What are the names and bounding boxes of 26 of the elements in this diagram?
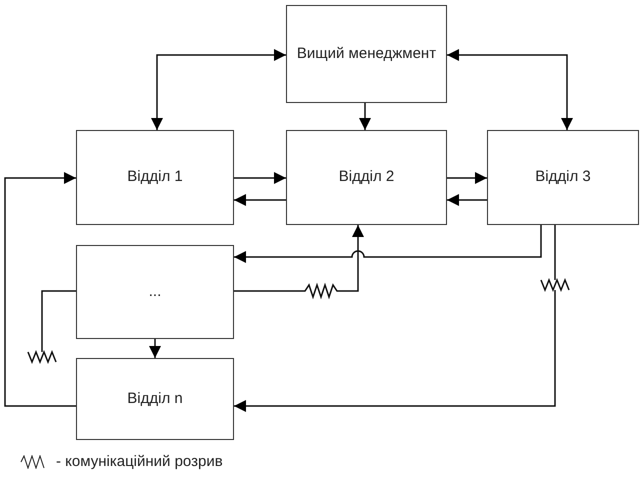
node-label: Відділ 2	[338, 167, 394, 188]
arrow	[447, 49, 573, 130]
arrow	[234, 225, 542, 263]
arrow	[234, 172, 286, 184]
department-box	[76, 245, 234, 339]
arrow	[4, 172, 76, 407]
department-box	[487, 130, 639, 225]
arrow	[149, 339, 161, 358]
legend-text: - комунікаційний розрив	[56, 453, 223, 470]
department-box	[286, 130, 447, 225]
department-box	[76, 358, 234, 440]
arrow	[359, 103, 371, 130]
connector-line	[27, 290, 77, 364]
department-box	[286, 5, 447, 103]
node-label: Відділ n	[127, 388, 183, 409]
arrow	[447, 194, 487, 206]
arrow	[447, 172, 487, 184]
arrow	[233, 224, 570, 412]
node-label: Відділ 1	[127, 167, 183, 188]
arrow	[234, 225, 364, 300]
department-box	[76, 130, 234, 225]
node-label: ...	[148, 282, 162, 302]
node-label: Вищий менеджмент	[296, 44, 436, 64]
arrow	[234, 194, 286, 206]
arrow	[151, 49, 286, 130]
node-label: Відділ 3	[535, 167, 591, 188]
